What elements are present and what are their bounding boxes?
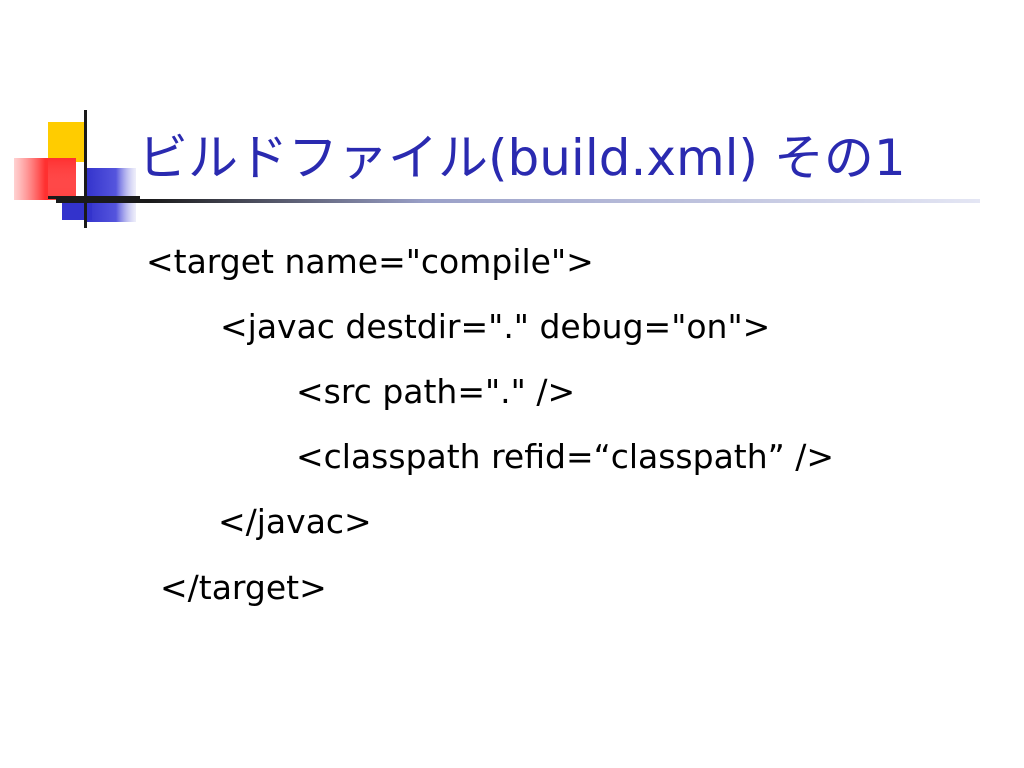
code-line: </target> (160, 568, 327, 607)
code-line: <src path="." /> (296, 372, 576, 411)
code-line: </javac> (218, 502, 372, 541)
corner-square-ornament-icon (14, 110, 140, 228)
slide-title: ビルドファイル(build.xml) その1 (138, 129, 906, 187)
code-line: <classpath refid=“classpath” /> (296, 437, 835, 476)
code-line: <target name="compile"> (146, 242, 594, 281)
title-underline (56, 199, 980, 203)
code-line: <javac destdir="." debug="on"> (220, 307, 771, 346)
